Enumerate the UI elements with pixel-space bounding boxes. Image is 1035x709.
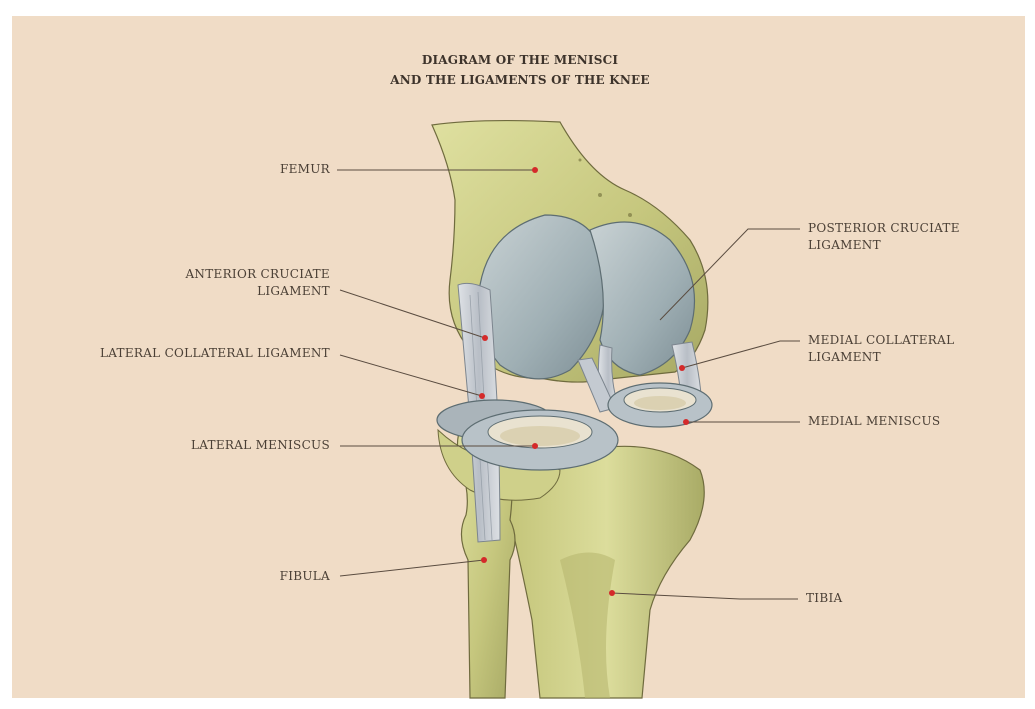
medial-meniscus-shape: [608, 383, 712, 427]
marker-lcl: [479, 393, 485, 399]
marker-tibia: [609, 590, 615, 596]
marker-fibula: [481, 557, 487, 563]
label-posterior-cruciate: POSTERIOR CRUCIATE LIGAMENT: [808, 220, 960, 254]
diagram-title: DIAGRAM OF THE MENISCI AND THE LIGAMENTS…: [380, 50, 660, 90]
label-mcl-line-1: MEDIAL COLLATERAL: [808, 332, 954, 349]
marker-acl: [482, 335, 488, 341]
label-acl-line-2: LIGAMENT: [120, 283, 330, 300]
marker-lateral-meniscus: [532, 443, 538, 449]
label-acl-line-1: ANTERIOR CRUCIATE: [120, 266, 330, 283]
marker-mcl: [679, 365, 685, 371]
marker-medial-meniscus: [683, 419, 689, 425]
marker-femur: [532, 167, 538, 173]
label-tibia: TIBIA: [806, 590, 842, 607]
label-mcl-line-2: LIGAMENT: [808, 349, 954, 366]
label-pcl-line-1: POSTERIOR CRUCIATE: [808, 220, 960, 237]
title-line-1: DIAGRAM OF THE MENISCI: [380, 50, 660, 70]
label-medial-collateral: MEDIAL COLLATERAL LIGAMENT: [808, 332, 954, 366]
label-lateral-meniscus: LATERAL MENISCUS: [120, 437, 330, 454]
label-femur: FEMUR: [210, 161, 330, 178]
label-lateral-collateral: LATERAL COLLATERAL LIGAMENT: [30, 345, 330, 362]
label-fibula: FIBULA: [210, 568, 330, 585]
label-anterior-cruciate: ANTERIOR CRUCIATE LIGAMENT: [120, 266, 330, 300]
label-pcl-line-2: LIGAMENT: [808, 237, 960, 254]
label-medial-meniscus: MEDIAL MENISCUS: [808, 413, 940, 430]
title-line-2: AND THE LIGAMENTS OF THE KNEE: [380, 70, 660, 90]
